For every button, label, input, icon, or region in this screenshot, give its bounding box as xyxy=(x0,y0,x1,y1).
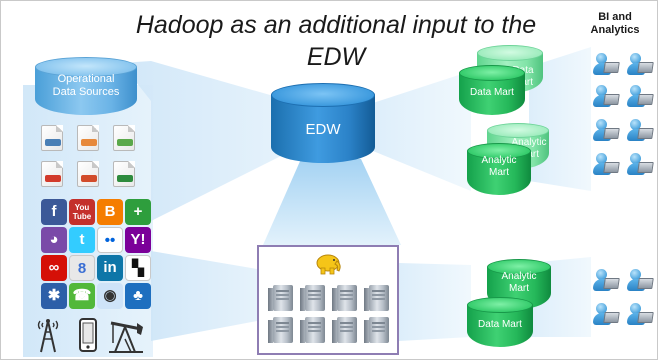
operational-data-sources-label: Operational Data Sources xyxy=(52,73,120,98)
reddit-icon: ◉ xyxy=(97,283,123,309)
edw-to-marts-beam xyxy=(373,71,471,191)
bi-user-icon xyxy=(627,85,654,107)
myspace-icon: ✱ xyxy=(41,283,67,309)
mobile-phone-icon xyxy=(79,318,97,352)
lastfm-icon: ∞ xyxy=(41,255,67,281)
hadoop-to-edw-beam xyxy=(263,159,401,245)
ppt-document-icon xyxy=(77,161,99,187)
operational-data-sources-cylinder: Operational Data Sources xyxy=(35,57,137,115)
youtube-icon: You Tube xyxy=(69,199,95,225)
sources-to-hadoop-beam xyxy=(151,251,257,341)
hadoop-elephant-icon xyxy=(316,254,341,275)
html-document-icon xyxy=(41,125,63,151)
edw-label: EDW xyxy=(305,121,341,138)
yahoo-icon: Y! xyxy=(125,227,151,253)
google-plus-icon: + xyxy=(125,199,151,225)
data-mart-bottom: Data Mart xyxy=(467,297,533,347)
bi-user-icon xyxy=(627,119,654,141)
bi-user-icon xyxy=(593,119,620,141)
pdf-document-icon xyxy=(41,161,63,187)
css-document-icon xyxy=(113,125,135,151)
xls-document-icon xyxy=(113,161,135,187)
bi-user-icon xyxy=(627,153,654,175)
server-icon xyxy=(332,317,357,343)
bi-user-icon xyxy=(593,269,620,291)
bi-user-icon xyxy=(593,85,620,107)
bi-user-icon xyxy=(627,53,654,75)
linkedin-icon: in xyxy=(97,255,123,281)
cell-tower-icon xyxy=(37,319,59,353)
bi-user-icon xyxy=(627,303,654,325)
diagram-title: Hadoop as an additional input to the EDW xyxy=(135,11,537,71)
bi-analytics-label: BI and Analytics xyxy=(590,11,640,36)
hadoop-to-marts-beam xyxy=(399,263,471,341)
data-mart-front: Data Mart xyxy=(459,65,525,115)
edw-cylinder: EDW xyxy=(271,83,375,163)
bi-user-icon xyxy=(593,153,620,175)
server-icon xyxy=(268,317,293,343)
bi-user-icon xyxy=(593,53,620,75)
server-icon xyxy=(332,285,357,311)
foursquare-icon: ♣ xyxy=(125,283,151,309)
analytic-mart-front: Analytic Mart xyxy=(467,143,531,195)
twitter-icon: t xyxy=(69,227,95,253)
sources-to-edw-beam xyxy=(121,61,291,221)
hadoop-cluster-box xyxy=(257,245,399,355)
delicious-icon: ▚ xyxy=(125,255,151,281)
server-icon xyxy=(300,317,325,343)
server-icon xyxy=(268,285,293,311)
pdf-document-icon xyxy=(77,125,99,151)
oil-pump-icon xyxy=(109,321,143,353)
blogger-icon: B xyxy=(97,199,123,225)
facebook-icon: f xyxy=(41,199,67,225)
picasa-icon: ◕ xyxy=(41,227,67,253)
server-icon xyxy=(300,285,325,311)
google-buzz-icon: 8 xyxy=(69,255,95,281)
flickr-icon: •• xyxy=(97,227,123,253)
server-icon xyxy=(364,285,389,311)
bi-user-icon xyxy=(627,269,654,291)
server-icon xyxy=(364,317,389,343)
phone-chat-icon: ☎ xyxy=(69,283,95,309)
bi-user-icon xyxy=(593,303,620,325)
